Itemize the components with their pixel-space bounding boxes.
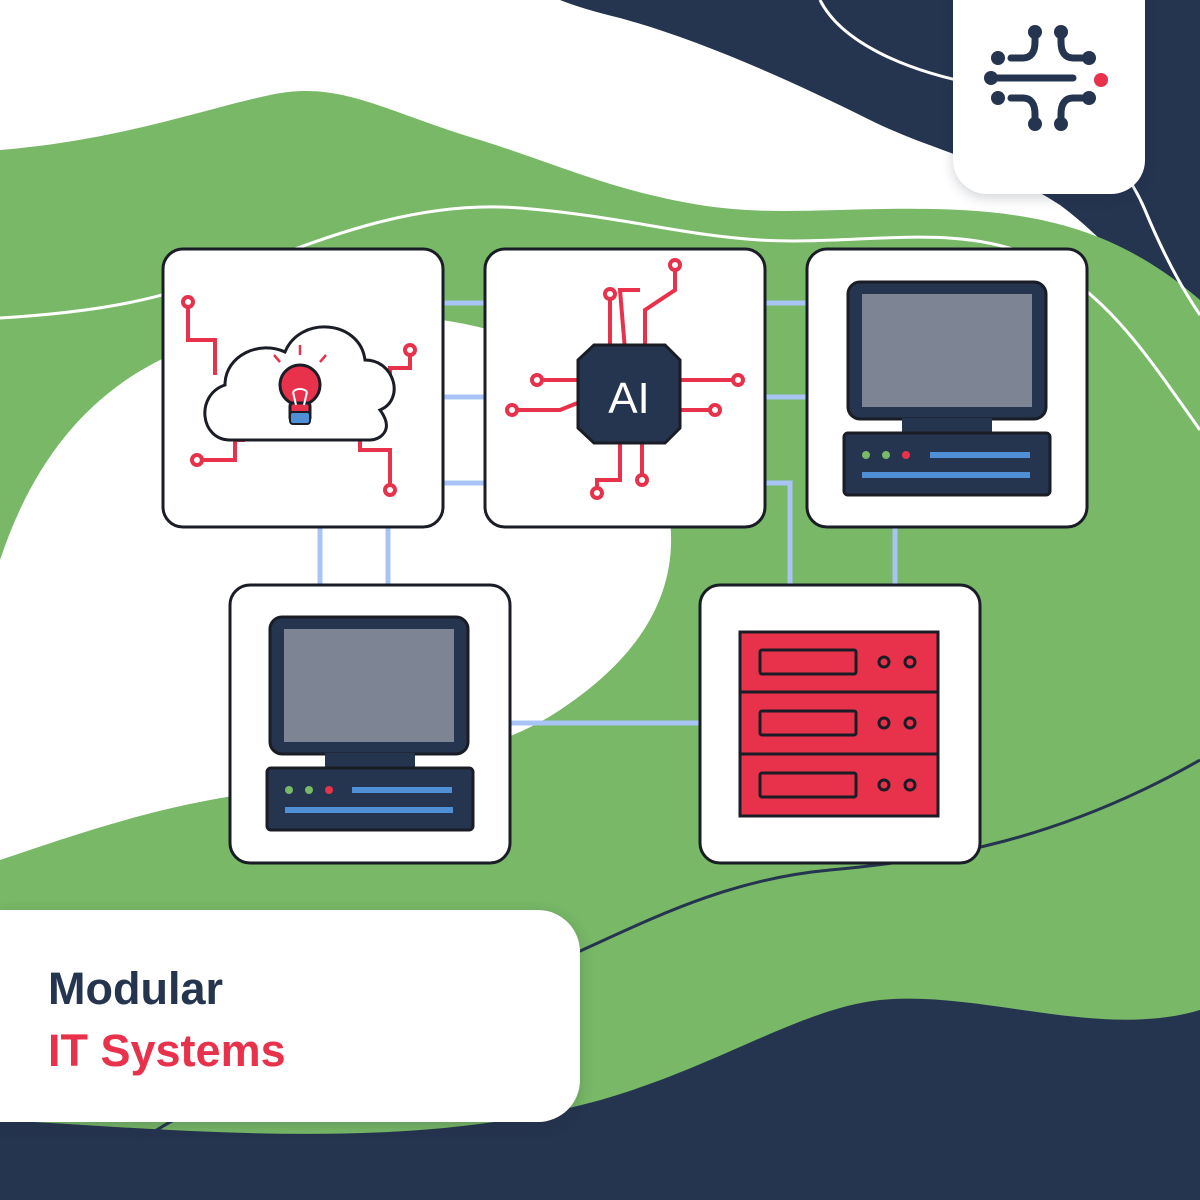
dots-network-logo-icon: [984, 25, 1108, 131]
server-module: [698, 583, 982, 865]
ai-chip-icon: AI: [505, 258, 745, 500]
cloud-idea-module: [161, 247, 445, 529]
caption-title-line2: IT Systems: [48, 1025, 286, 1076]
connector-lines: [317, 300, 898, 726]
caption-card: [0, 910, 580, 1122]
computer-module-left: [228, 583, 512, 865]
navy-bottom-blob: [0, 998, 1200, 1200]
ai-chip-module: AI: [483, 247, 767, 529]
desktop-computer-icon: [842, 280, 1052, 497]
desktop-computer-icon: [265, 615, 475, 832]
cloud-lightbulb-circuit-icon: [181, 295, 417, 497]
ai-chip-label: AI: [608, 374, 650, 423]
server-rack-icon: [738, 630, 940, 818]
logo-card: [953, 0, 1145, 194]
caption-text-layer: Modular IT Systems: [0, 910, 580, 1122]
computer-module-right: [805, 247, 1089, 529]
caption-title-line1: Modular: [48, 963, 223, 1014]
